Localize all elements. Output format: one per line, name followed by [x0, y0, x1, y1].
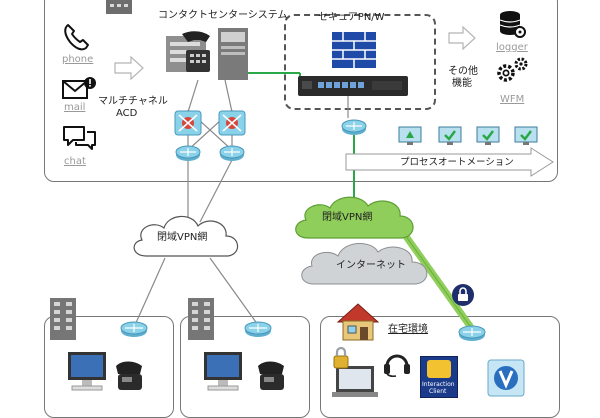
cloud-vpn-right-label: 閉域VPN網: [322, 212, 373, 223]
router-icon-left: [175, 145, 201, 161]
channel-label-chat: chat: [64, 156, 86, 167]
desk-phone-icon-site-middle: [258, 361, 284, 390]
router-icon-secure: [341, 119, 367, 135]
channel-label-phone: phone: [62, 54, 94, 65]
app-label-line1: Interaction: [422, 381, 455, 388]
pc-icon-site-left: [68, 352, 106, 391]
building-icon-left: [50, 298, 76, 340]
app-label-line2: Client: [429, 388, 447, 395]
acd-label-line2: ACD: [116, 108, 138, 119]
router-icon-home: [458, 325, 486, 341]
switch-icon-right: [218, 110, 246, 136]
cloud-vpn-right: [295, 196, 414, 239]
firewall-icon: [332, 32, 376, 68]
logger-label: logger: [496, 42, 528, 53]
arrow-right-icon-channels: [114, 55, 144, 81]
gears-icon: [497, 57, 528, 82]
router-icon-right: [219, 145, 245, 161]
other-functions-line2: 機能: [452, 78, 472, 89]
automation-arrow: [345, 147, 554, 177]
channel-label-mail: mail: [64, 102, 86, 113]
router-icon-site-left: [120, 321, 148, 337]
pbx-server-icon: [166, 28, 248, 80]
lock-icon-tunnel: [452, 284, 474, 306]
monitor-icon-4: [514, 126, 538, 145]
router-icon-site-middle: [244, 321, 272, 337]
database-icon: [499, 11, 526, 38]
building-icon-top: [106, 0, 132, 14]
mail-icon: [62, 77, 96, 99]
cloud-internet-label: インターネット: [336, 260, 406, 271]
secure-network-label: セキュアPN/W: [318, 12, 385, 23]
monitor-icon-3: [476, 126, 500, 145]
firewall-appliance-icon: [298, 76, 408, 96]
pc-icon-site-middle: [204, 352, 242, 391]
acd-label-line1: マルチチャネル: [98, 96, 168, 107]
monitor-icon-1: [398, 126, 422, 145]
other-functions-line1: その他: [448, 66, 478, 77]
laptop-lock-icon: [332, 346, 378, 397]
house-icon: [336, 303, 380, 341]
contact-center-title: コンタクトセンターシステム: [158, 10, 288, 21]
chat-icon: [63, 126, 96, 150]
desk-phone-icon-site-left: [116, 361, 142, 390]
interaction-client-app-icon[interactable]: Interaction Client: [420, 356, 458, 398]
wfm-label: WFM: [500, 94, 525, 105]
headset-icon: [384, 354, 410, 378]
monitor-icon-2: [438, 126, 462, 145]
home-environment-label: 在宅環境: [388, 324, 428, 335]
arrow-right-icon-other: [448, 25, 476, 51]
phone-icon: [64, 24, 89, 51]
cloud-vpn-left-label: 閉域VPN網: [157, 232, 208, 243]
automation-label: プロセスオートメーション: [400, 157, 514, 168]
switch-icon-left: [174, 110, 202, 136]
cloud-internet: [301, 243, 428, 285]
app-icon-graphic: [427, 360, 451, 378]
connection-lines: [134, 72, 474, 330]
v-app-icon[interactable]: [487, 359, 525, 397]
building-icon-middle: [188, 298, 214, 340]
cloud-vpn-left: [133, 215, 239, 257]
secure-network-box: [284, 14, 436, 110]
